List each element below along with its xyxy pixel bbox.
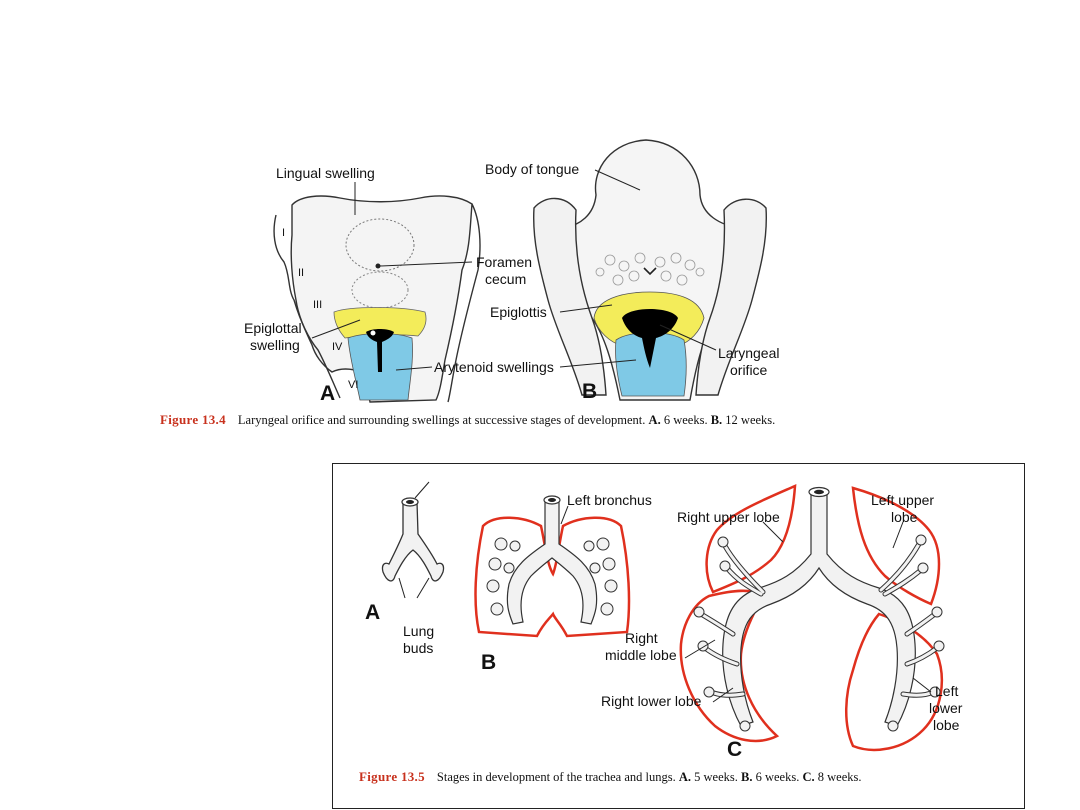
caption-c-label-135: C. [802, 770, 815, 784]
caption-fig-number: Figure 13.4 [160, 412, 226, 427]
panel-c-drawing [679, 484, 945, 752]
panel-c-bronchial-tree [722, 491, 916, 727]
caption-c-text-135: 8 weeks. [817, 770, 862, 784]
caption-b-text: 12 weeks. [725, 413, 776, 427]
label-swelling: swelling [250, 337, 300, 353]
caption-a-label: A. [648, 413, 661, 427]
caption-text-135: Stages in development of the trachea and… [436, 770, 676, 784]
label-epiglottis: Epiglottis [490, 304, 547, 320]
caption-text: Laryngeal orifice and surrounding swelli… [237, 413, 646, 427]
label-cecum: cecum [485, 271, 526, 287]
label-lung-buds-1: Lung [403, 623, 434, 639]
panel-a-lung-buds-drawing [381, 497, 445, 582]
figure-13-4-illustration: Lingual swelling Body of tongue Foramen … [244, 139, 780, 405]
panel-a-drawing [273, 195, 481, 403]
panel-c-left-upper-lobe-outline [851, 486, 941, 606]
label-lung-buds-2: buds [403, 640, 433, 656]
figure-13-5-illustration: Left bronchus Lung buds Right upper lobe… [365, 481, 963, 761]
arch-numeral-6: VI [348, 379, 358, 391]
panel-b-papillae [595, 252, 705, 286]
panel-b-laryngeal-orifice [622, 309, 678, 368]
label-right-lower-lobe: Right lower lobe [601, 693, 702, 709]
label-left-upper-2: lobe [891, 509, 918, 525]
panel-a-lingual-bulge [345, 218, 415, 272]
panel-a-letter-135: A [365, 601, 380, 624]
panel-b-drawing [532, 139, 768, 401]
panel-a-trachea [381, 501, 445, 582]
panel-b-leader-bronchus [560, 505, 569, 525]
arch-numeral-4: IV [332, 341, 343, 353]
label-laryngeal: Laryngeal [718, 345, 780, 361]
panel-a-orifice-highlight [370, 330, 376, 336]
panel-c-right-upper-lobe-outline [705, 484, 797, 594]
label-lingual-swelling: Lingual swelling [276, 165, 375, 181]
fig134-leader-lines [311, 169, 717, 371]
panel-b-left-wall [532, 197, 607, 396]
label-right-middle-2: middle lobe [605, 647, 677, 663]
panel-a-laryngeal-orifice [366, 329, 394, 372]
caption-b-label-135: B. [741, 770, 753, 784]
label-left-bronchus: Left bronchus [567, 492, 652, 508]
label-left-lower-3: lobe [933, 717, 960, 733]
arch-numeral-2: II [298, 267, 304, 279]
panel-a-arch-outline [273, 214, 341, 399]
panel-b-buds [486, 537, 618, 616]
label-body-of-tongue: Body of tongue [485, 161, 579, 177]
arch-numeral-1: I [282, 227, 285, 239]
caption-b-text-135: 6 weeks. [755, 770, 800, 784]
label-left-lower-2: lower [929, 700, 963, 716]
panel-c-letter-135: C [727, 738, 742, 761]
caption-fig-number-135: Figure 13.5 [359, 769, 425, 784]
label-arytenoid-swellings: Arytenoid swellings [434, 359, 554, 375]
fig135-leader-lines [398, 521, 932, 703]
label-left-lower-1: Left [935, 683, 958, 699]
panel-a-letter: A [320, 382, 335, 405]
caption-b-label: B. [710, 413, 723, 427]
panel-a-right-wall [447, 203, 481, 403]
caption-a-text: 6 weeks. [663, 413, 708, 427]
label-epiglottal: Epiglottal [244, 320, 302, 336]
figure-13-5-frame: Left bronchus Lung buds Right upper lobe… [332, 463, 1025, 809]
panel-b-drawing [474, 495, 631, 638]
label-left-upper-1: Left upper [871, 492, 934, 508]
panel-a-epiglottal-swelling [333, 307, 427, 339]
panel-b-trachea-lumen [548, 498, 556, 502]
panel-a-top-leader [414, 481, 430, 499]
label-right-middle-1: Right [625, 630, 658, 646]
label-orifice: orifice [730, 362, 768, 378]
label-right-upper-lobe: Right upper lobe [677, 509, 780, 525]
panel-c-trachea-lumen [814, 489, 824, 495]
caption-a-label-135: A. [678, 770, 691, 784]
arch-numeral-3: III [313, 299, 322, 311]
panel-b-letter-135: B [481, 651, 496, 674]
panel-a-trachea-lumen [406, 500, 414, 504]
panel-b-foramen-mark [643, 267, 657, 276]
figure-13-4-caption: Figure 13.4 Laryngeal orifice and surroun… [160, 412, 775, 428]
panel-b-bronchi [506, 499, 598, 625]
panel-b-right-wall [695, 198, 768, 396]
panel-b-letter: B [582, 380, 597, 403]
caption-a-text-135: 5 weeks. [694, 770, 738, 784]
label-foramen: Foramen [476, 254, 532, 270]
figure-13-5-caption: Figure 13.5 Stages in development of the … [359, 769, 862, 785]
panel-a-foramen-cecum-dot [375, 263, 381, 269]
